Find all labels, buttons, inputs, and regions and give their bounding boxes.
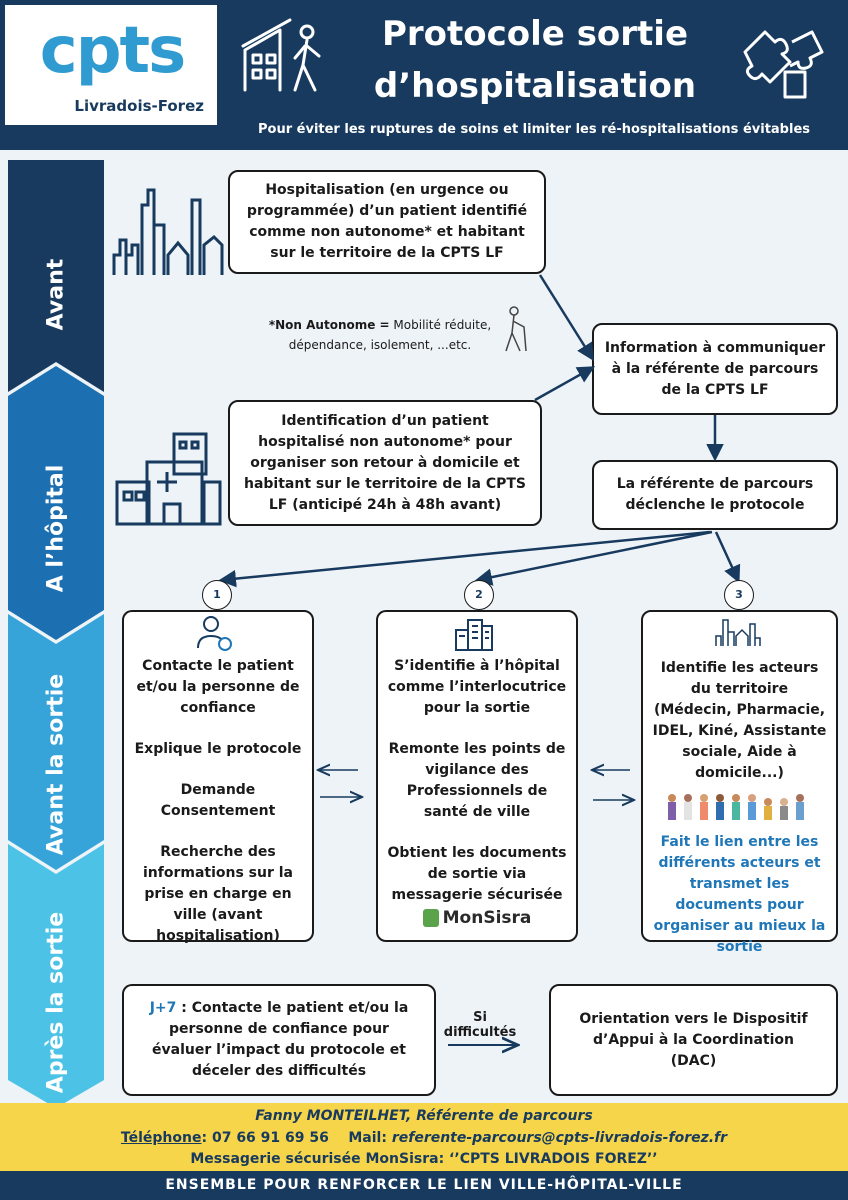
timeline-stage-avant xyxy=(8,160,104,392)
title-line-1: Protocole sortie xyxy=(381,14,689,54)
timeline-stage-apres-sortie xyxy=(8,844,104,1108)
slogan: ENSEMBLE POUR RENFORCER LE LIEN VILLE-HÔ… xyxy=(165,1177,683,1193)
note-term: *Non Autonome = xyxy=(268,318,390,332)
monsisra-badge-icon xyxy=(422,909,439,927)
step-number-1: 1 xyxy=(202,580,232,610)
non-autonome-note: *Non Autonome = Mobilité réduite, dépend… xyxy=(240,315,520,355)
user-contact-icon xyxy=(197,616,232,651)
elderly-walker-icon xyxy=(505,306,527,352)
orientation-dac-box: Orientation vers le Dispositif d’Appui à… xyxy=(549,984,838,1096)
timeline-stage-avant-sortie xyxy=(8,614,104,870)
slogan-bar xyxy=(0,1171,848,1200)
arrow-referente-to-col1 xyxy=(218,530,711,588)
page-title: Protocole sortie d’hospitalisation xyxy=(330,8,740,112)
leaving-building-icon xyxy=(241,18,321,92)
col1-item-3: Demande Consentement xyxy=(160,782,276,819)
timeline xyxy=(8,160,104,1108)
arrow-referente-to-col2 xyxy=(474,530,713,586)
col2-item-3: Obtient les documents de sortie via mess… xyxy=(387,845,567,903)
column-2-box: S’identifie à l’hôpital comme l’interloc… xyxy=(376,610,578,942)
hospital-icon xyxy=(115,432,222,526)
contact-name: Fanny MONTEILHET, Référente de parcours xyxy=(255,1108,593,1124)
col1-item-1: Contacte le patient et/ou la personne de… xyxy=(136,658,300,716)
difficultes-label: Si difficultés xyxy=(443,1010,517,1040)
information-text: Information à communiquer à la référente… xyxy=(604,339,826,398)
identification-box: Identification d’un patient hospitalisé … xyxy=(228,400,542,526)
puzzle-icon xyxy=(743,30,824,99)
monsisra-label: MonSisra xyxy=(442,908,532,928)
orientation-text: Orientation vers le Dispositif d’Appui à… xyxy=(579,1010,808,1069)
timeline-stage-hopital xyxy=(8,366,104,640)
arrow-hospitalisation-to-information xyxy=(538,274,594,361)
step-number-3: 3 xyxy=(724,580,754,610)
col1-item-4: Recherche des informations sur la prise … xyxy=(142,844,294,944)
arrow-identification-to-information xyxy=(534,366,596,402)
arrow-referente-to-col3 xyxy=(714,531,741,584)
j7-text-wrapper: J+7 : Contacte le patient et/ou la perso… xyxy=(138,998,420,1082)
city-skyline-icon xyxy=(112,188,224,275)
col2-item-1: S’identifie à l’hôpital comme l’interloc… xyxy=(387,658,567,716)
mail-label: Mail: xyxy=(348,1130,387,1146)
buildings-icon xyxy=(455,619,493,651)
logo-subtitle: Livradois-Forez xyxy=(74,97,204,115)
skyline-small-icon xyxy=(715,619,761,646)
messagerie-line: Messagerie sécurisée MonSisra: ‘’CPTS LI… xyxy=(190,1151,658,1167)
col2-item-2: Remonte les points de vigilance des Prof… xyxy=(388,741,566,820)
step-number-2: 2 xyxy=(464,580,494,610)
hospitalisation-text: Hospitalisation (en urgence ou programmé… xyxy=(246,182,528,261)
note-text-2: dépendance, isolement, ...etc. xyxy=(288,338,472,352)
referente-text: La référente de parcours déclenche le pr… xyxy=(616,476,814,513)
identification-text: Identification d’un patient hospitalisé … xyxy=(243,412,526,513)
phone-value: : 07 66 91 69 56 xyxy=(201,1130,329,1146)
title-line-2: d’hospitalisation xyxy=(373,66,697,106)
information-box: Information à communiquer à la référente… xyxy=(592,323,838,415)
logo xyxy=(5,5,217,125)
j7-label: J+7 xyxy=(149,1000,177,1016)
page-subtitle: Pour éviter les ruptures de soins et lim… xyxy=(258,122,810,137)
col3-item-1: Identifie les acteurs du territoire xyxy=(660,660,819,697)
column-1-box: Contacte le patient et/ou la personne de… xyxy=(122,610,314,944)
mail-link[interactable]: referente-parcours@cpts-livradois-forez.… xyxy=(391,1130,728,1146)
col1-item-2: Explique le protocole xyxy=(134,741,302,757)
referente-box: La référente de parcours déclenche le pr… xyxy=(592,460,838,530)
health-professionals-icon xyxy=(668,794,804,820)
monsisra-logo: MonSisra xyxy=(422,908,532,929)
contact-footer xyxy=(0,1103,848,1171)
hospitalisation-box: Hospitalisation (en urgence ou programmé… xyxy=(228,170,546,274)
col3-highlight: Fait le lien entre les différents acteur… xyxy=(653,834,826,955)
note-text-1: Mobilité réduite, xyxy=(389,318,492,332)
j7-text: : Contacte le patient et/ou la personne … xyxy=(152,1000,409,1079)
phone-label: Téléphone xyxy=(120,1130,202,1146)
contact-line: Téléphone: 07 66 91 69 56 Mail: referent… xyxy=(0,1130,848,1146)
col3-item-2: (Médecin, Pharmacie, IDEL, Kiné, Assista… xyxy=(652,702,827,781)
j7-followup-box: J+7 : Contacte le patient et/ou la perso… xyxy=(122,984,436,1096)
logo-wordmark: cpts xyxy=(39,14,186,88)
column-3-box: Identifie les acteurs du territoire (Méd… xyxy=(641,610,838,955)
